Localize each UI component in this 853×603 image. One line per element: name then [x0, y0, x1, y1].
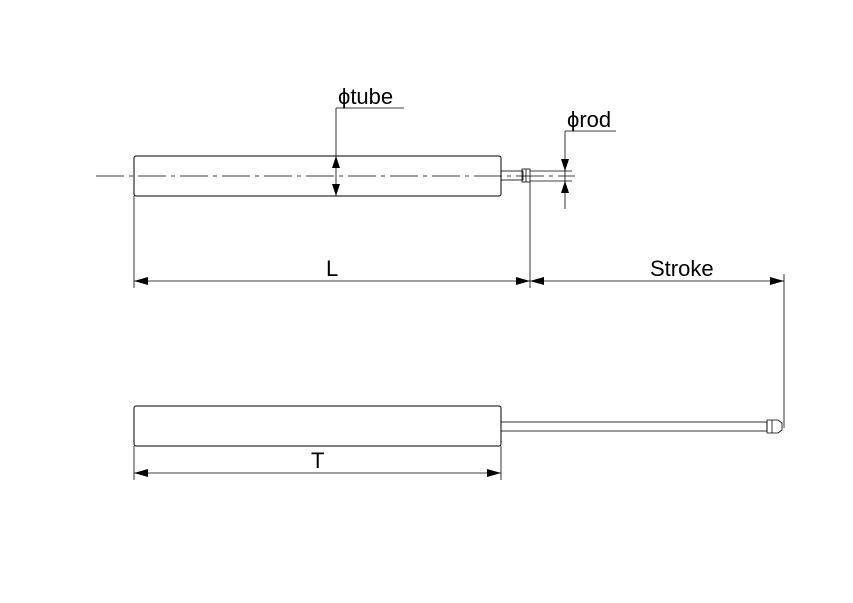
tube-diameter-label: ϕtube [338, 84, 393, 109]
extended-view [133, 405, 783, 447]
total-label: T [311, 448, 324, 473]
tube-body-extended [133, 405, 502, 447]
rod-diameter-label: ϕrod [567, 107, 611, 132]
rod-diameter-dimension: ϕrod [530, 107, 616, 209]
total-dimension: T [133, 446, 502, 480]
end-fitting-extended [766, 419, 783, 434]
stroke-label: Stroke [650, 256, 714, 281]
piston-rod-extended [500, 421, 768, 432]
rod-stub [500, 170, 524, 181]
stroke-dimension: Stroke [530, 256, 785, 428]
length-label: L [326, 256, 338, 281]
length-dimension: L [133, 182, 531, 288]
tube-diameter-dimension: ϕtube [332, 84, 404, 196]
retracted-view [96, 155, 575, 197]
